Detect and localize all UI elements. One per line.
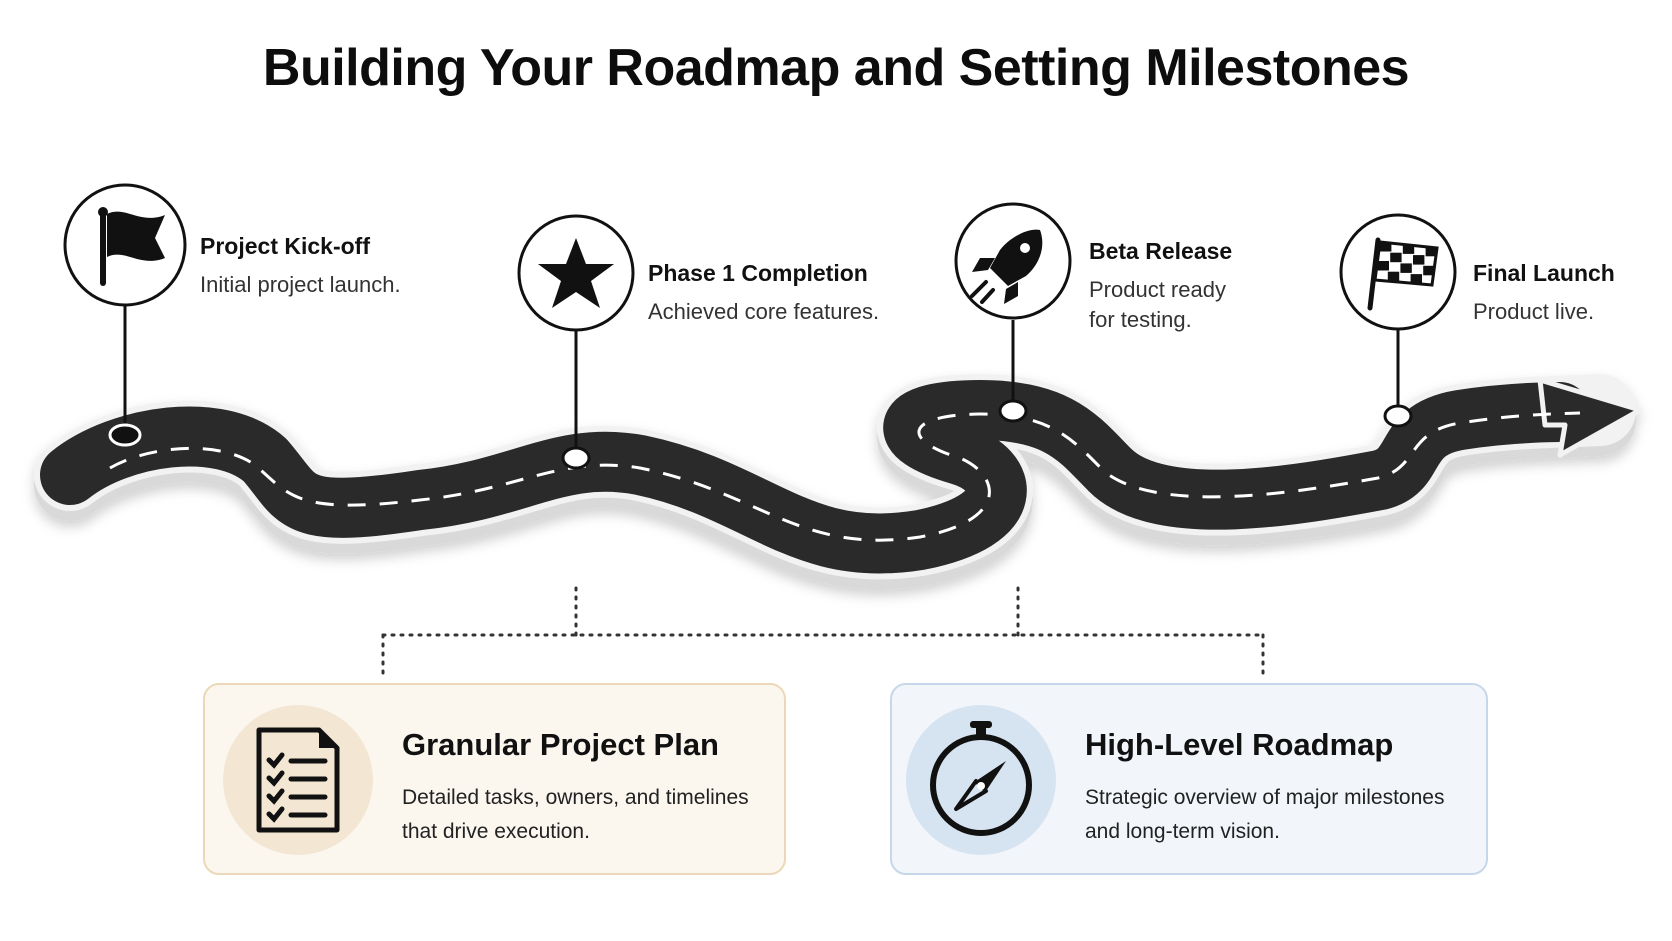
milestone-description-line-1: Product ready (1089, 277, 1226, 302)
granular-plan-card: Granular Project Plan Detailed tasks, ow… (203, 683, 786, 875)
dotted-connectors (381, 586, 1265, 682)
checker-square (1410, 274, 1422, 284)
milestone-final (1339, 213, 1457, 428)
checker-square (1402, 244, 1415, 254)
card-description: Detailed tasks, owners, and timelines th… (402, 786, 749, 843)
milestone-title: Phase 1 Completion (648, 260, 868, 286)
milestone-description: Initial project launch. (200, 272, 401, 297)
milestone-beta-text: Beta Release Product ready for testing. (1089, 238, 1232, 335)
checkered-flag-icon (1367, 237, 1439, 311)
card-title: High-Level Roadmap (1085, 727, 1394, 762)
checker-square (1423, 265, 1435, 276)
milestone-pin-dot (108, 423, 142, 447)
checker-square (1413, 255, 1425, 265)
milestone-description-line-2: for testing. (1089, 307, 1192, 332)
checker-square (1380, 242, 1392, 252)
milestone-title: Project Kick-off (200, 233, 370, 259)
milestone-description: Achieved core features. (648, 299, 880, 324)
checker-square (1390, 252, 1402, 263)
star-icon (538, 238, 614, 308)
milestone-pin-dot (998, 399, 1028, 423)
milestone-beta (954, 202, 1072, 423)
checker-square (1387, 271, 1400, 282)
milestone-pin-dot (1383, 404, 1413, 428)
milestone-title: Beta Release (1089, 238, 1233, 264)
winding-road (34, 374, 1643, 590)
milestone-kickoff-text: Project Kick-off Initial project launch. (200, 233, 401, 300)
milestone-final-text: Final Launch Product live. (1473, 260, 1615, 327)
card-icon-background (906, 705, 1056, 855)
milestone-title: Final Launch (1473, 260, 1615, 286)
card-description: Strategic overview of major milestones a… (1085, 786, 1445, 843)
milestone-phase1-text: Phase 1 Completion Achieved core feature… (648, 260, 879, 327)
checklist-document-icon (256, 727, 340, 833)
flag-icon (98, 207, 165, 286)
checker-square (1377, 261, 1389, 271)
milestone-description: Product live. (1473, 299, 1595, 324)
checker-square (1425, 246, 1437, 257)
milestone-phase1 (517, 214, 635, 470)
milestone-kickoff (63, 183, 187, 447)
checker-square (1400, 263, 1412, 273)
page-title: Building Your Roadmap and Setting Milest… (262, 39, 1410, 97)
compass-icon (930, 721, 1032, 836)
high-level-roadmap-card: High-Level Roadmap Strategic overview of… (890, 683, 1488, 875)
milestone-pin-dot (561, 446, 591, 470)
rocket-icon (970, 229, 1043, 304)
card-icon-background (223, 705, 373, 855)
card-title: Granular Project Plan (402, 727, 719, 762)
